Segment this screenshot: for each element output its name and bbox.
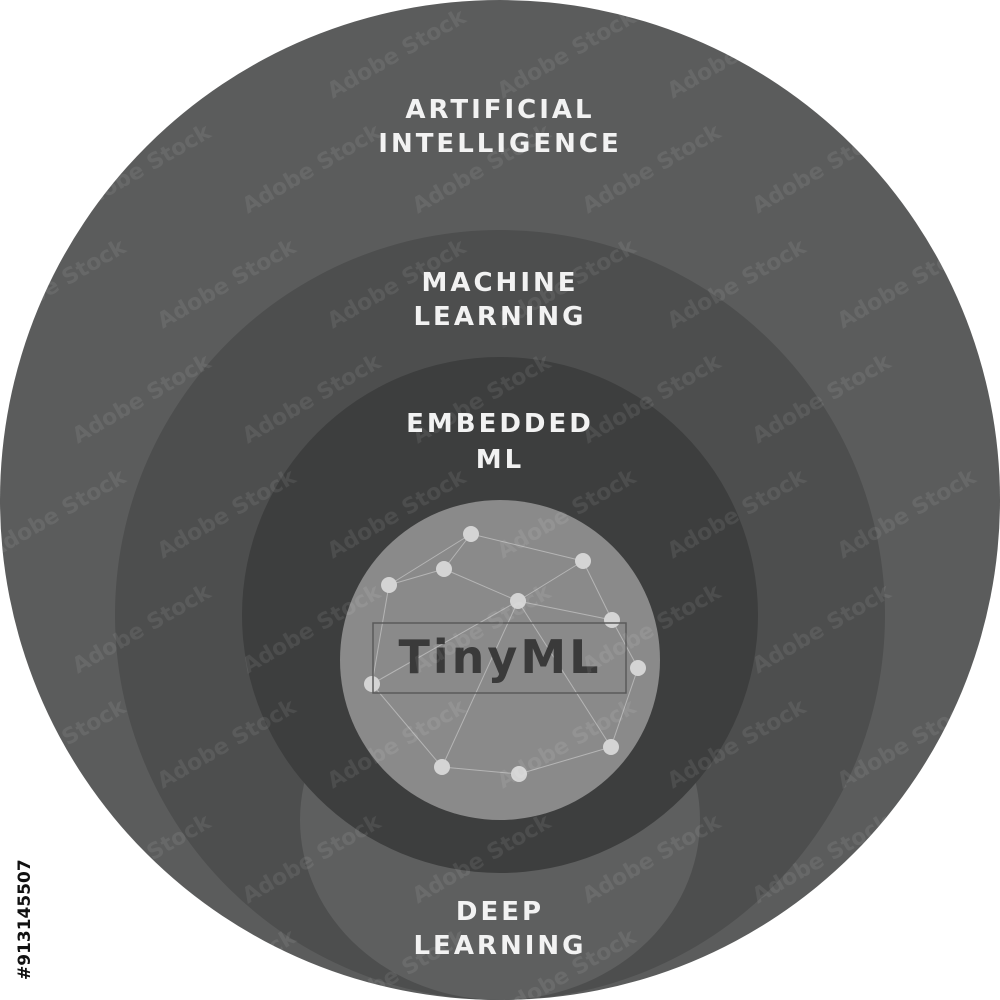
network-edge: [518, 746, 612, 775]
network-node: [436, 561, 452, 577]
stock-id-text: #913145507: [15, 859, 35, 980]
network-node: [364, 676, 380, 692]
ml-label-line-1: MACHINE: [421, 268, 578, 298]
network-edge: [517, 600, 612, 748]
network-edge: [371, 600, 519, 685]
network-edge: [517, 560, 584, 602]
embedded-label-line-1: EMBEDDED: [406, 409, 594, 439]
network-node: [463, 526, 479, 542]
deep-label-line-2: LEARNING: [413, 931, 586, 961]
network-edge: [582, 560, 613, 621]
network-edge: [388, 568, 445, 586]
deep-label-line-1: DEEP: [456, 897, 544, 927]
tinyml-label-box: [372, 622, 627, 694]
embedded-label-line-2: ML: [476, 445, 524, 475]
watermark-text: Adobe Stock: [153, 924, 301, 1000]
network-edge: [517, 600, 613, 621]
network-node: [630, 660, 646, 676]
network-edge: [470, 533, 584, 562]
network-node: [434, 759, 450, 775]
network-node: [604, 612, 620, 628]
ai-label-line-1: ARTIFICIAL: [405, 95, 594, 125]
network-edge: [611, 619, 639, 669]
network-node: [603, 739, 619, 755]
network-edge: [371, 584, 390, 685]
network-node: [511, 766, 527, 782]
watermark-text: Adobe Stock: [0, 4, 131, 104]
network-node: [510, 593, 526, 609]
network-edge: [610, 667, 639, 748]
watermark-text: Adobe Stock: [833, 924, 981, 1000]
network-edge: [441, 766, 520, 775]
network-edge: [371, 683, 443, 768]
network-node: [575, 553, 591, 569]
network-node: [381, 577, 397, 593]
network-edge: [441, 600, 519, 768]
ai-label-line-2: INTELLIGENCE: [378, 129, 621, 159]
watermark-text: Adobe Stock: [833, 4, 981, 104]
network-edge: [388, 533, 472, 586]
tinyml-core-circle: [340, 500, 660, 820]
neural-network-icon: [364, 526, 646, 782]
network-edge: [443, 568, 519, 602]
tinyml-label: TinyML: [399, 630, 602, 684]
ml-label-line-2: LEARNING: [413, 302, 586, 332]
